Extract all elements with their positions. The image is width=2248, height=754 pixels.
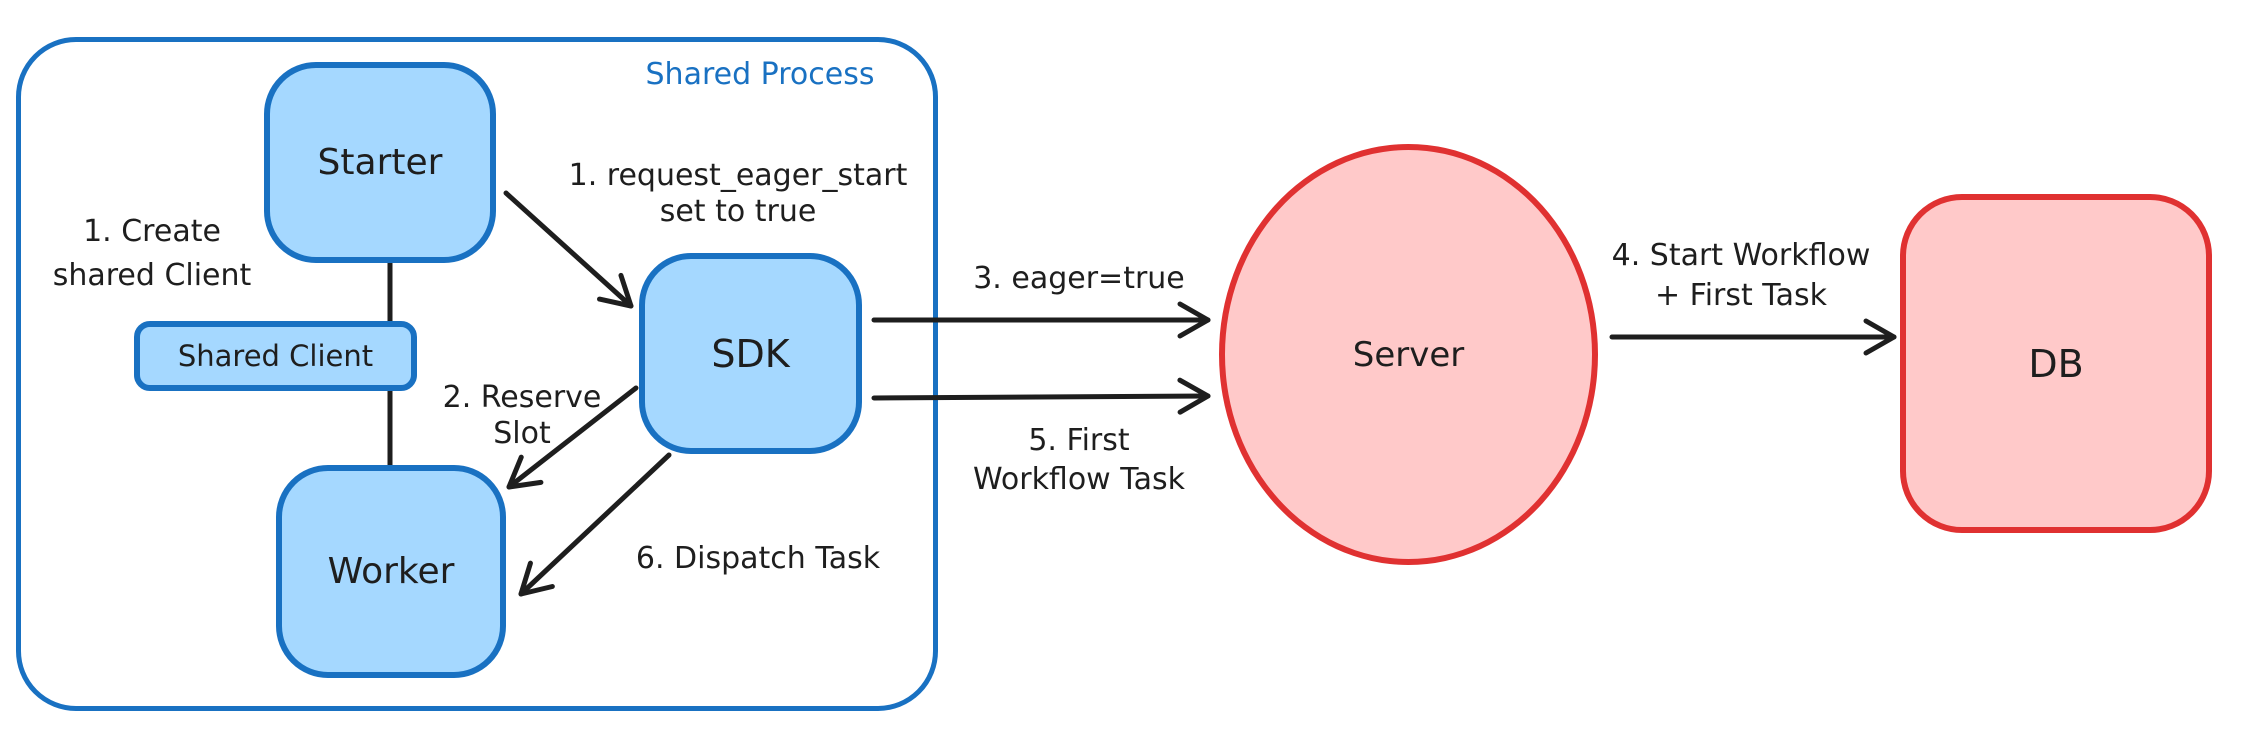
server-label: Server	[1352, 334, 1465, 375]
arrow-starter-to-sdk	[503, 190, 634, 309]
annotation-start-workflow-first-task: 4. Start Workflow + First Task	[1611, 238, 1871, 313]
shared-client-node: Shared Client	[134, 321, 417, 391]
annotation-eager-true: 3. eager=true	[973, 261, 1185, 296]
sdk-label: SDK	[711, 331, 790, 376]
shared-client-label: Shared Client	[177, 339, 374, 373]
annotation-first-workflow-task: 5. First Workflow Task	[972, 423, 1186, 497]
arrow-sdk-to-server-first-task	[871, 377, 1211, 415]
annotation-create-shared-client: 1. Create shared Client	[52, 214, 252, 293]
starter-label: Starter	[317, 142, 443, 183]
db-node: DB	[1900, 194, 2212, 533]
server-node: Server	[1219, 144, 1598, 565]
arrow-sdk-to-worker-dispatch	[518, 452, 672, 597]
annotation-dispatch-task: 6. Dispatch Task	[635, 541, 881, 576]
db-label: DB	[2028, 341, 2084, 386]
shared-process-label: Shared Process	[645, 57, 875, 92]
arrow-sdk-to-worker-reserve	[506, 385, 639, 490]
starter-node: Starter	[264, 62, 496, 263]
sdk-node: SDK	[639, 253, 862, 454]
annotation-request-eager-start: 1. request_eager_start set to true	[568, 158, 908, 229]
worker-node: Worker	[276, 465, 506, 678]
worker-label: Worker	[327, 551, 455, 592]
annotation-reserve-slot: 2. Reserve Slot	[442, 380, 602, 451]
